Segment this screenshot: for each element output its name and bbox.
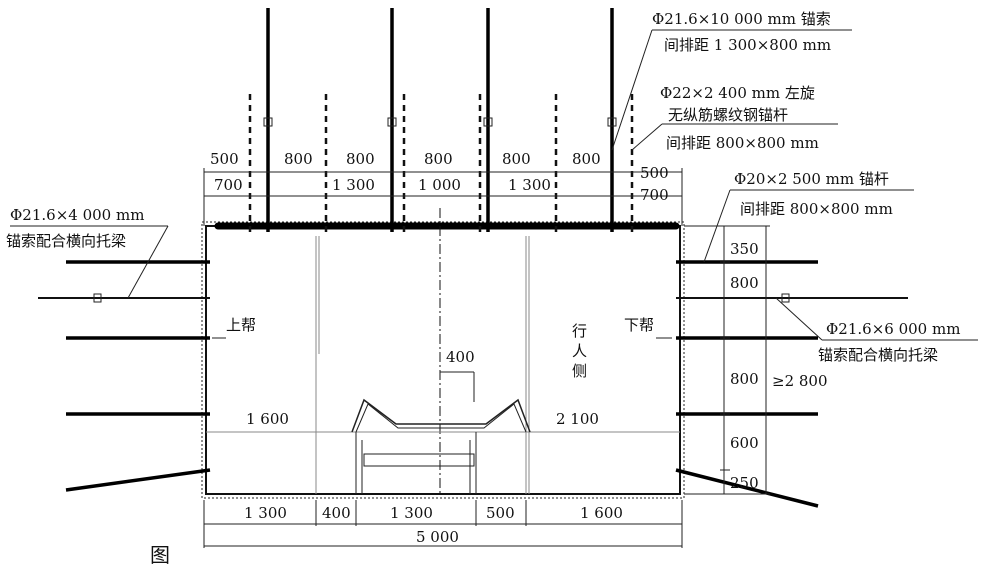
- top-dim-upper-1: 500: [210, 150, 239, 168]
- roadway-section: [201, 208, 685, 499]
- top-dim-upper-3: 800: [346, 150, 375, 168]
- right-dim-4: 600: [730, 434, 759, 452]
- roof-bolts: [248, 94, 634, 232]
- bottom-dim-3: 1 300: [390, 504, 433, 522]
- bottom-dim-2: 400: [322, 504, 351, 522]
- right-cable-desc: 锚索配合横向托梁: [818, 346, 938, 364]
- rib-bolts: [38, 260, 908, 508]
- top-dim-upper-4: 800: [424, 150, 453, 168]
- roof-cables: [263, 8, 617, 232]
- top-dims-lower: 700 1 300 1 000 1 300 700: [214, 176, 669, 204]
- right-dim-2: 800: [730, 274, 759, 292]
- top-dim-lower-3: 1 000: [418, 176, 461, 194]
- right-dim-5: 250: [730, 474, 759, 492]
- top-dim-upper-7: 500: [640, 164, 669, 182]
- leader-lines: [10, 29, 978, 341]
- width-right-label: 2 100: [556, 410, 599, 428]
- top-dim-upper-2: 800: [284, 150, 313, 168]
- top-dim-lower-5: 700: [640, 186, 669, 204]
- walkway-char-1: 行: [572, 322, 587, 340]
- lower-rib-label: 下帮: [624, 316, 654, 334]
- bottom-dim-4: 500: [486, 504, 515, 522]
- top-dim-lower-4: 1 300: [508, 176, 551, 194]
- left-cable-desc: 锚索配合横向托梁: [6, 232, 126, 250]
- bottom-dim-1: 1 300: [244, 504, 287, 522]
- height-total: ≥2 800: [772, 372, 828, 390]
- roof-bolt-type: 无纵筋螺纹钢锚杆: [668, 106, 788, 124]
- right-dim-1: 350: [730, 240, 759, 258]
- top-cable-spec: Φ21.6×10 000 mm 锚索: [652, 10, 831, 28]
- conveyor-offset-label: 400: [446, 348, 475, 366]
- top-dim-upper-6: 800: [572, 150, 601, 168]
- top-dim-lower-1: 700: [214, 176, 243, 194]
- mesh-outline: [201, 221, 685, 499]
- roof-bolt-spacing: 间排距 800×800 mm: [666, 134, 819, 152]
- bottom-dim-5: 1 600: [580, 504, 623, 522]
- dimension-lines: [203, 168, 770, 548]
- bottom-total: 5 000: [416, 528, 459, 546]
- bottom-dims: 1 300 400 1 300 500 1 600 5 000: [244, 504, 623, 546]
- width-left-label: 1 600: [246, 410, 289, 428]
- walkway-char-3: 侧: [572, 362, 587, 380]
- top-dim-lower-2: 1 300: [332, 176, 375, 194]
- left-rib-bolt-4: [65, 468, 211, 492]
- walkway-char-2: 人: [572, 342, 587, 360]
- rib-bolt-spacing: 间排距 800×800 mm: [740, 200, 893, 218]
- figure-caption: 图: [150, 543, 170, 566]
- left-cable-spec: Φ21.6×4 000 mm: [10, 206, 144, 224]
- right-rib-bolt-4: [675, 468, 819, 508]
- top-dim-upper-5: 800: [502, 150, 531, 168]
- conveyor-lower-belt: [363, 453, 475, 467]
- top-cable-spacing: 间排距 1 300×800 mm: [664, 36, 831, 54]
- rib-bolt-spec: Φ20×2 500 mm 锚杆: [734, 170, 889, 188]
- upper-rib-label: 上帮: [226, 316, 256, 334]
- text-annotations: Φ21.6×10 000 mm 锚索 间排距 1 300×800 mm Φ22×…: [6, 10, 960, 428]
- right-cable-spec: Φ21.6×6 000 mm: [826, 320, 960, 338]
- top-dims-upper: 500 800 800 800 800 800 500: [210, 150, 669, 182]
- roof-bolt-spec: Φ22×2 400 mm 左旋: [660, 84, 815, 102]
- belt-conveyor: [351, 371, 531, 494]
- right-dims: 350 800 800 600 250 ≥2 800: [730, 240, 828, 492]
- right-dim-3: 800: [730, 370, 759, 388]
